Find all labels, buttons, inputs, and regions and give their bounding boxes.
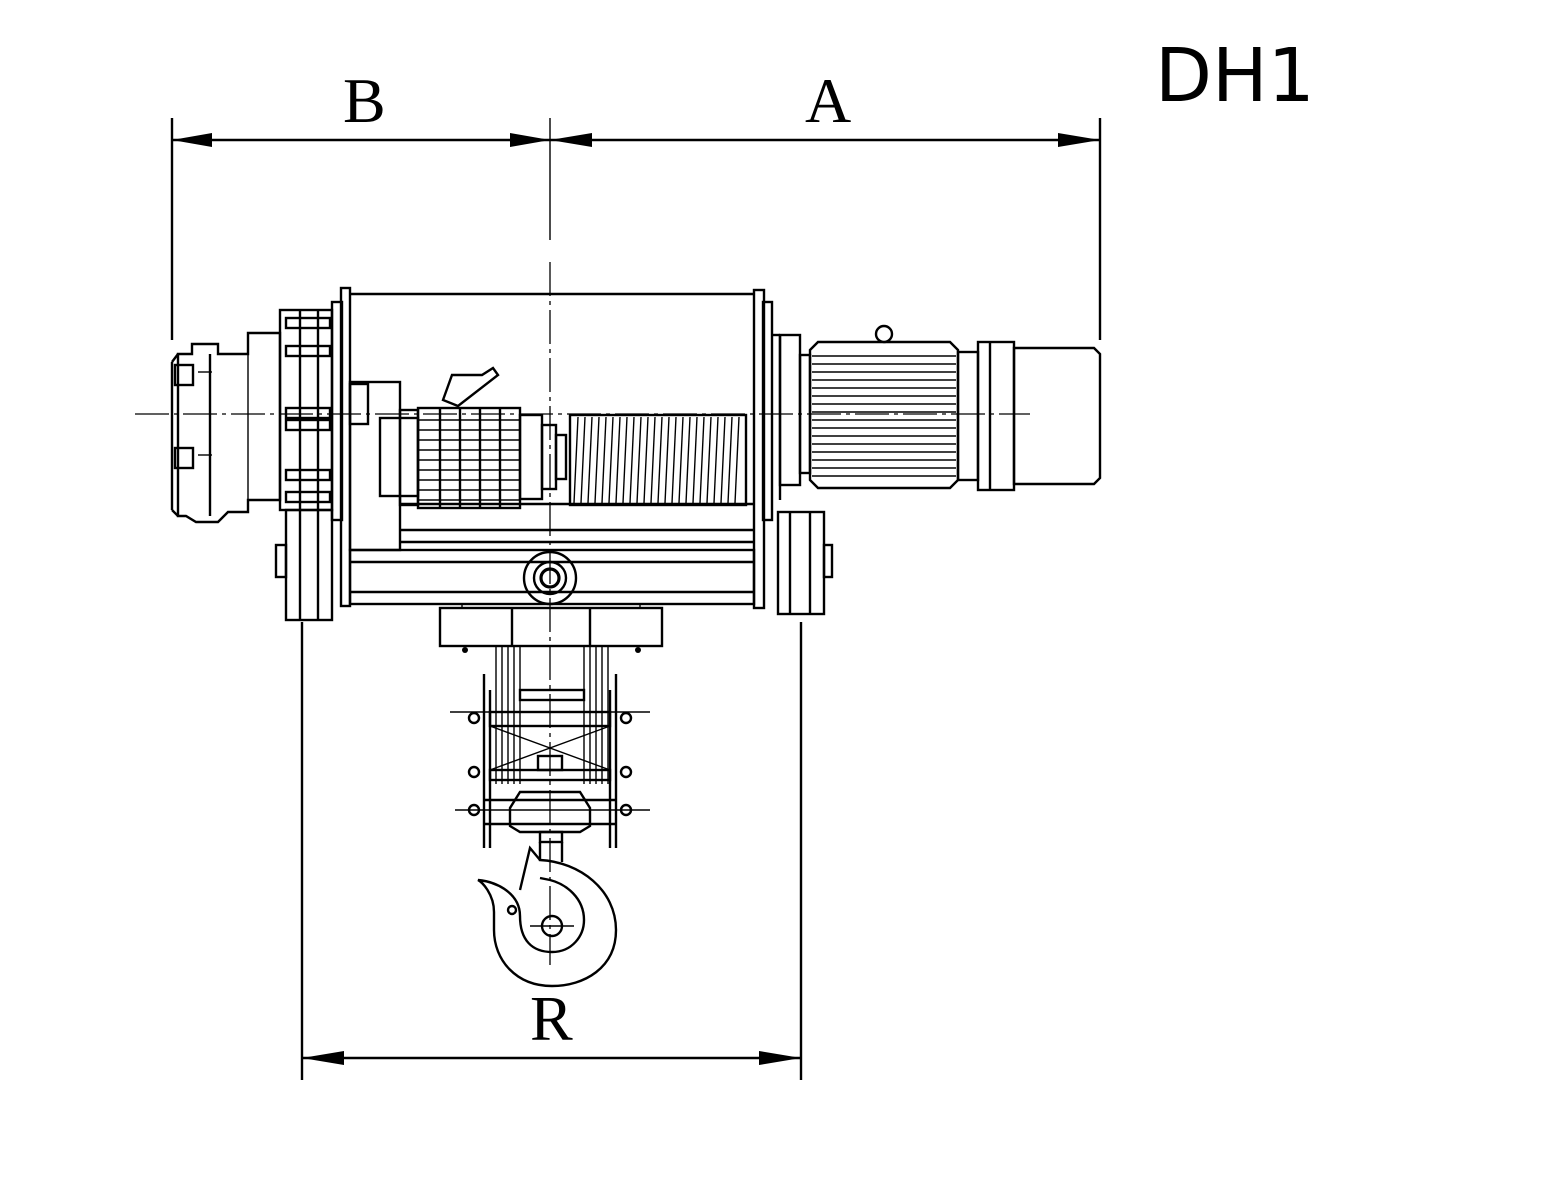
rope-wrap-line	[685, 416, 691, 504]
rope-wrap-line	[699, 416, 705, 504]
rope-wrap-line	[608, 416, 614, 504]
rope-wrap-line	[587, 416, 593, 504]
wire-ropes	[495, 646, 609, 784]
dimension-r-label: R	[530, 983, 573, 1054]
left-wheel	[274, 508, 334, 622]
rope-wrap-line	[629, 416, 635, 504]
rope-winding	[568, 413, 748, 507]
dimension-a-label: A	[805, 65, 851, 136]
dimension-r: R	[300, 622, 803, 1080]
rope-wrap-line	[573, 416, 579, 504]
rope-wrap-line	[671, 416, 677, 504]
right-wheel	[776, 510, 834, 616]
rope-wrap-line	[636, 416, 642, 504]
rope-wrap-line	[594, 416, 600, 504]
dimension-b: B	[170, 65, 550, 340]
rope-wrap-line	[622, 416, 628, 504]
rope-wrap-line	[657, 416, 663, 504]
rope-wrap-line	[601, 416, 607, 504]
rope-wrap-line	[678, 416, 684, 504]
rope-wrap-line	[615, 416, 621, 504]
rope-wrap-line	[727, 416, 733, 504]
rope-wrap-line	[734, 416, 740, 504]
motor-cooling-fins	[418, 408, 520, 508]
rope-wrap-line	[692, 416, 698, 504]
rope-wrap-line	[580, 416, 586, 504]
rope-wrap-line	[720, 416, 726, 504]
left-motor-cover	[170, 331, 282, 524]
drawing-title: DH1	[1155, 33, 1315, 119]
rope-wrap-line	[650, 416, 656, 504]
crane-hook	[477, 842, 618, 988]
inner-gear-motor	[378, 366, 568, 510]
rope-wrap-line	[713, 416, 719, 504]
main-motor	[778, 324, 1102, 492]
hook-block-top-plate	[438, 604, 664, 653]
rope-wrap-line	[706, 416, 712, 504]
end-flange	[278, 286, 352, 608]
rope-wrap-line	[664, 416, 670, 504]
rope-wrap-line	[643, 416, 649, 504]
trolley-frame	[348, 548, 756, 606]
hook-block	[450, 674, 650, 848]
dimension-b-label: B	[343, 65, 386, 136]
dimension-a: A	[550, 65, 1102, 340]
frame-pulley	[522, 550, 578, 606]
flange-bolts	[284, 316, 332, 504]
